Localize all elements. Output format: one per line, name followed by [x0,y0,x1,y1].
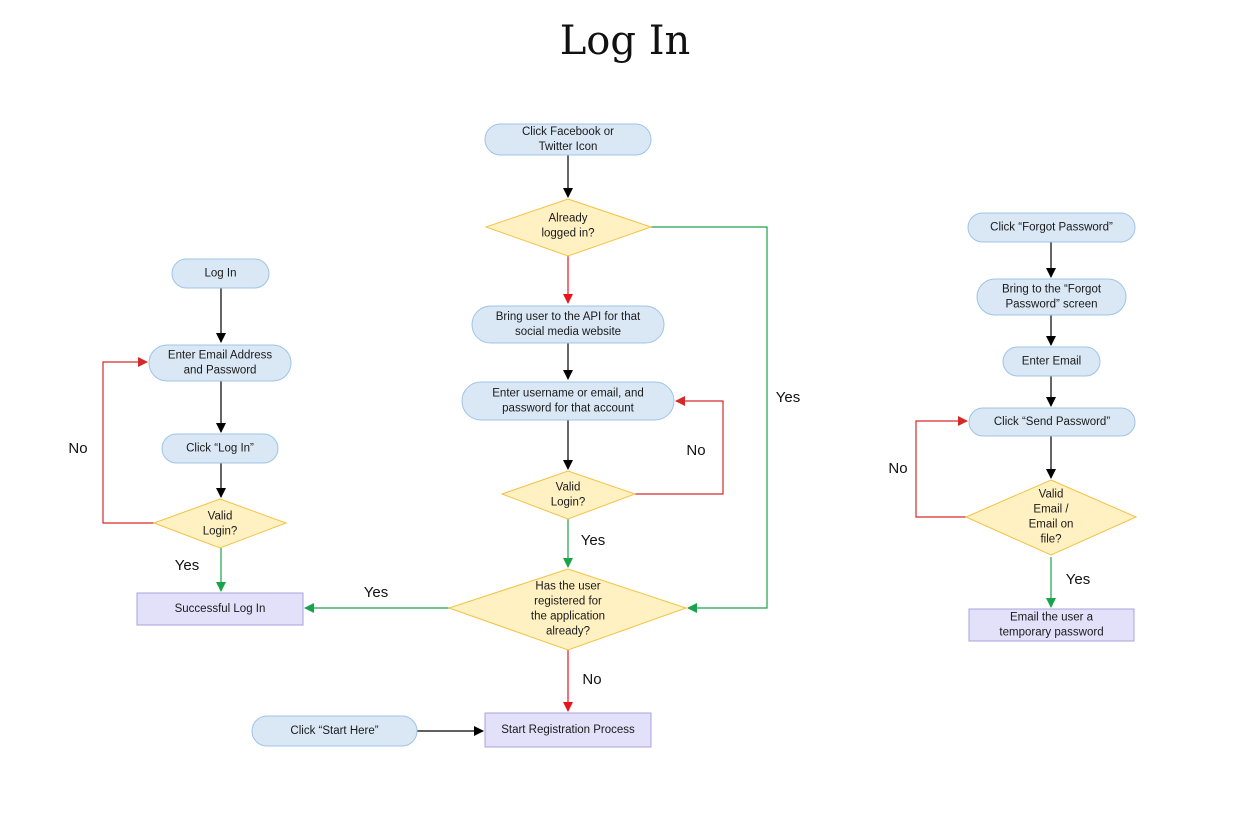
node-label-line: Click “Start Here” [290,725,378,737]
node-label-line: Twitter Icon [539,141,598,153]
node-label-line: Enter Email Address [168,350,272,362]
node-successful-log-in: Successful Log In [136,592,304,626]
node-label-line: Has the user [535,581,600,593]
node-label: Has the user registered for the applicatio… [531,581,605,638]
node-label-line: Email / [1033,504,1069,516]
label-mid-yes: Yes [581,532,605,549]
node-label-line: Log In [205,268,237,280]
label-registered-yes: Yes [364,584,388,601]
node-label-line: Email on [1029,519,1074,531]
node-label: Enter Email Address and Password [168,350,272,377]
edge-labels: No Yes Yes No Yes Yes No No Yes [68,389,1090,688]
page-title: Log In [560,18,691,64]
node-email-temp-password: Email the user a temporary password [968,608,1135,642]
node-label: Email the user a temporary password [999,612,1103,639]
decision-already-logged-in: Already logged in? [484,198,653,257]
edge-already-yes [651,226,768,613]
node-label: Click “Forgot Password” [990,222,1113,234]
connectors [102,155,1056,736]
node-label: Enter Email [1022,356,1081,368]
node-label-line: Click Facebook or [522,126,614,138]
node-label: Click “Log In” [186,443,254,455]
node-label-line: Login? [551,497,586,509]
node-label-line: Password” screen [1005,299,1097,311]
node-label: Successful Log In [175,603,266,615]
label-mid-no: No [686,442,705,459]
decision-registered: Has the user registered for the applicatio… [447,568,688,651]
node-label-line: Valid [208,511,233,523]
node-label-line: password for that account [502,403,634,415]
node-label-line: Email the user a [1010,612,1094,624]
node-label-line: Valid [556,482,581,494]
node-click-facebook-twitter: Click Facebook or Twitter Icon [484,123,652,156]
node-label: Log In [205,268,237,280]
label-right-no: No [888,460,907,477]
node-label-line: and Password [184,365,257,377]
node-label-line: Valid [1039,489,1064,501]
node-label-line: registered for [534,596,602,608]
node-label-line: Already [549,213,588,225]
node-log-in-start: Log In [171,258,270,289]
node-label-line: Click “Log In” [186,443,254,455]
node-click-forgot-password: Click “Forgot Password” [967,212,1136,243]
node-label: Click “Start Here” [290,725,378,737]
label-left-no: No [68,440,87,457]
node-label: Start Registration Process [501,724,635,736]
node-label-line: file? [1040,534,1061,546]
node-label-line: Enter Email [1022,356,1081,368]
node-click-start-here: Click “Start Here” [251,715,418,747]
label-right-yes: Yes [1066,571,1090,588]
node-label: Bring user to the API for that social med… [496,311,641,338]
nodes: Click Facebook or Twitter Icon Already log… [136,123,1138,748]
node-label-line: Bring user to the API for that [496,311,641,323]
node-label-line: temporary password [999,627,1103,639]
edge-valid-left-no [102,357,154,524]
node-label-line: already? [546,626,590,638]
node-enter-username: Enter username or email, and password for… [461,381,675,421]
node-enter-email: Enter Email [1002,346,1101,377]
node-label-line: Start Registration Process [501,724,635,736]
node-label-line: Successful Log In [175,603,266,615]
node-bring-user-to-api: Bring user to the API for that social med… [471,305,665,344]
node-label: Enter username or email, and password for… [492,388,644,415]
node-label-line: Enter username or email, and [492,388,644,400]
label-mid-yes-right: Yes [776,389,800,406]
node-label-line: Login? [203,526,238,538]
node-label-line: social media website [515,326,621,338]
node-label: Click Facebook or Twitter Icon [522,126,614,153]
label-registered-no: No [582,671,601,688]
node-label-line: Click “Send Password” [994,416,1110,428]
node-start-registration: Start Registration Process [484,712,652,748]
node-click-log-in: Click “Log In” [161,433,279,464]
node-label-line: Click “Forgot Password” [990,222,1113,234]
label-left-yes: Yes [175,557,199,574]
node-label: Already logged in? [541,213,594,240]
node-label-line: Bring to the “Forgot [1002,284,1102,296]
edge-valid-email-no [915,416,968,518]
node-label-line: logged in? [541,228,594,240]
edge-valid-mid-no [635,396,724,495]
node-enter-email-password: Enter Email Address and Password [148,344,292,382]
node-click-send-password: Click “Send Password” [968,407,1136,437]
node-label-line: the application [531,611,605,623]
node-label: Click “Send Password” [994,416,1110,428]
